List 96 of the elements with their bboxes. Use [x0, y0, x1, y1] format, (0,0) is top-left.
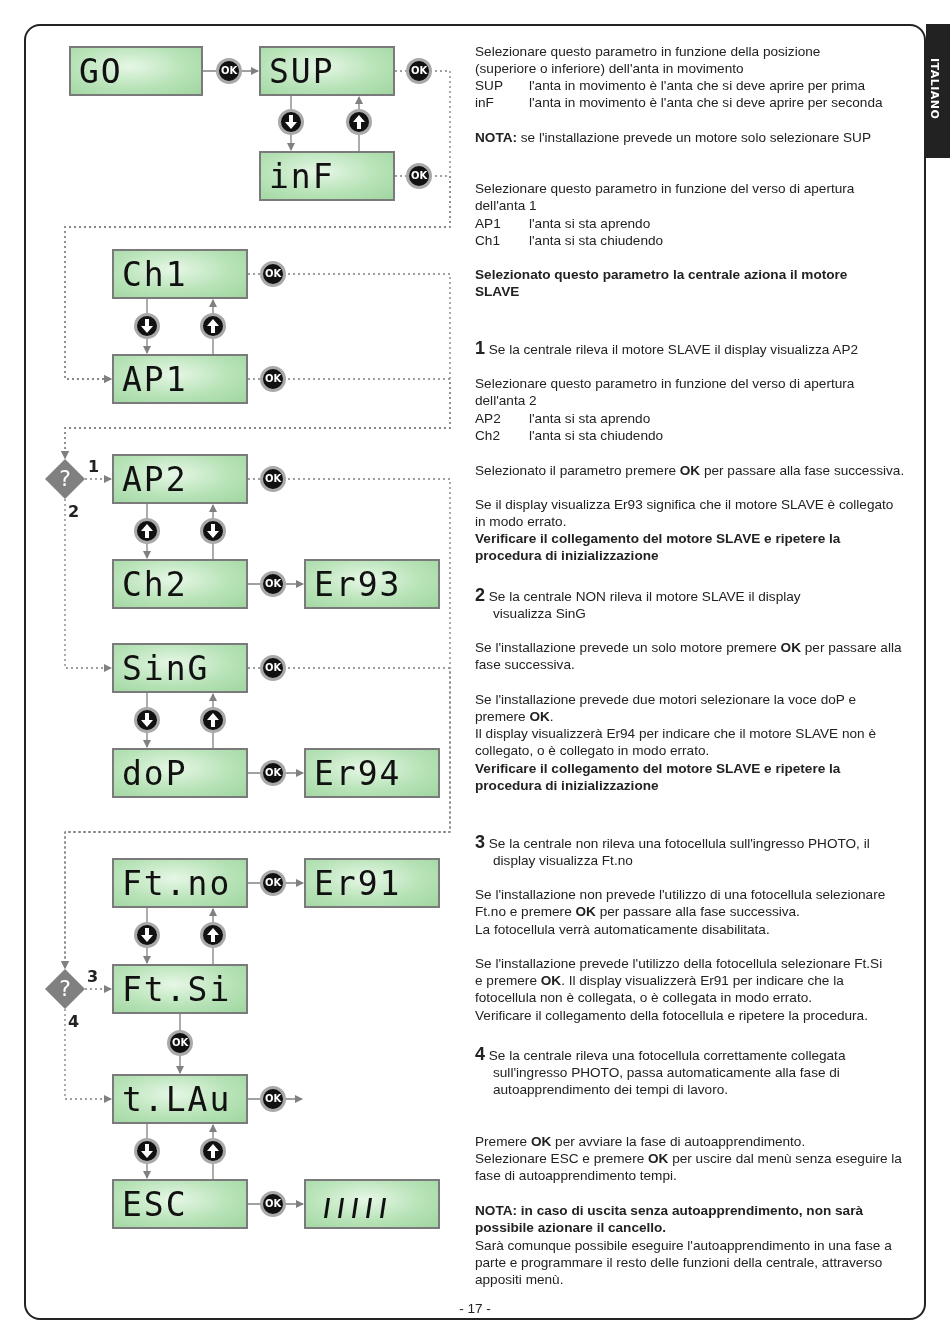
edge-label: 1 [88, 458, 100, 476]
ok-button-icon: OK [260, 366, 286, 392]
display-text: Er91 [314, 864, 402, 904]
paragraph: Se l'installazione prevede un solo motore premere OK per passare alla fase successiva. [475, 639, 903, 673]
arrow [61, 378, 451, 459]
display-text: inF [269, 157, 335, 197]
paragraph: l'anta si sta aprendo [529, 410, 652, 427]
arrow [64, 1008, 112, 1103]
paragraph: Premere OK per avviare la fase di autoapprendimento. [475, 1133, 807, 1150]
display-text: t.LAu [122, 1080, 232, 1120]
paragraph: Verificare il collegamento del motore SLAVE e ripetere la procedura di inizializzazione [475, 530, 842, 564]
ok-button-icon: OK [406, 58, 432, 84]
arrow [64, 498, 112, 672]
ok-button-icon: OK [260, 261, 286, 287]
side-tab-label: ITALIANO [928, 58, 941, 120]
decision-diamond [45, 459, 85, 499]
arrow [61, 667, 451, 969]
lcd-display [112, 1074, 248, 1124]
lcd-display [69, 46, 203, 96]
question-mark: ? [58, 977, 72, 1001]
display-text: GO [79, 52, 123, 92]
parameter-code: inF [475, 94, 495, 111]
lcd-display [112, 858, 248, 908]
paragraph: l'anta si sta aprendo [529, 215, 652, 232]
paragraph: Se l'installazione non prevede l'utilizzo di una fotocellula selezionare Ft.no e premere OK per passare alla fase successiva. [475, 886, 887, 920]
paragraph: Se il display visualizza Er93 significa che il motore SLAVE è collegato in modo errato. [475, 496, 895, 530]
edge-label: 4 [68, 1013, 80, 1031]
paragraph: Se l'installazione prevede due motori selezionare la voce doP e premere OK. [475, 691, 857, 725]
paragraph: Verificare il collegamento della fotocellula e ripetere la procedura. [475, 1007, 869, 1024]
lcd-display [304, 858, 440, 908]
paragraph: Selezionato il parametro premere OK per passare alla fase successiva. [475, 462, 906, 479]
arrow [84, 475, 112, 483]
ok-button-icon: OK [260, 1086, 286, 1112]
display-text: doP [122, 754, 188, 794]
edge-label: 2 [68, 503, 80, 521]
arrow [84, 985, 112, 993]
display-text: AP1 [122, 360, 188, 400]
display-text: Ft.Si [122, 970, 232, 1010]
display-text: ESC [122, 1185, 188, 1225]
question-mark: ? [58, 467, 72, 491]
paragraph: l'anta in movimento è l'anta che si deve aprire per prima [529, 77, 867, 94]
lcd-display [304, 748, 440, 798]
ok-button-icon: OK [260, 571, 286, 597]
lcd-display [112, 354, 248, 404]
ok-button-icon: OK [260, 1191, 286, 1217]
ok-button-icon: OK [260, 655, 286, 681]
paragraph: l'anta in movimento è l'anta che si deve aprire per seconda [529, 94, 884, 111]
display-text: Ft.no [122, 864, 232, 904]
lcd-display [304, 559, 440, 609]
numbered-step: 1 Se la centrale rileva il motore SLAVE il display visualizza AP2 [475, 340, 923, 358]
lcd-display [259, 151, 395, 201]
parameter-code: AP2 [475, 410, 502, 427]
paragraph: La fotocellula verrà automaticamente disabilitata. [475, 921, 771, 938]
lcd-display [112, 964, 248, 1014]
display-text: AP2 [122, 460, 188, 500]
lcd-display [259, 46, 395, 96]
ok-button-icon: OK [406, 163, 432, 189]
display-text: Er94 [314, 754, 402, 794]
display-text: Er93 [314, 565, 402, 605]
numbered-step: 4 Se la centrale rileva una fotocellula correttamente collegata sull'ingresso PHOTO, passa automaticamente alla fase di autoapprendimento dei tempi di lavoro. [475, 1046, 893, 1098]
paragraph: Verificare il collegamento del motore SLAVE e ripetere la procedura di inizializzazione [475, 760, 842, 794]
parameter-code: Ch2 [475, 427, 501, 444]
ok-button-icon: OK [260, 466, 286, 492]
paragraph: l'anta si sta chiudendo [529, 427, 665, 444]
paragraph: Selezionato questo parametro la centrale aziona il motore SLAVE [475, 266, 849, 300]
numbered-step: 3 Se la centrale non rileva una fotocellula sull'ingresso PHOTO, il display visualizza Ft.no [475, 834, 893, 869]
lcd-display [304, 1179, 440, 1229]
paragraph: Sarà comunque possibile eseguire l'autoapprendimento in una fase a parte e programmare il resto delle funzioni della centrale, attraverso appositi menù. [475, 1237, 893, 1288]
paragraph: Se l'installazione prevede l'utilizzo della fotocellula selezionare Ft.Si e premere OK. Il display visualizzerà Er91 per indicare che la fotocellula non è collegata, o è collegata in modo errato. [475, 955, 884, 1006]
arrow [64, 175, 451, 383]
lcd-display [112, 643, 248, 693]
paragraph: NOTA: se l'installazione prevede un motore solo selezionare SUP [475, 129, 872, 146]
edge-label: 3 [87, 968, 99, 986]
ok-button-icon: OK [167, 1030, 193, 1056]
page-number: - 17 - [458, 1300, 492, 1317]
display-text: Ch2 [122, 565, 188, 605]
paragraph: Selezionare ESC e premere OK per uscire dal menù senza eseguire la fase di autoapprendimento tempi. [475, 1150, 903, 1184]
parameter-code: AP1 [475, 215, 502, 232]
lcd-display [112, 748, 248, 798]
ok-button-icon: OK [260, 870, 286, 896]
lcd-display [112, 249, 248, 299]
display-text: Ch1 [122, 255, 188, 295]
lcd-display [112, 559, 248, 609]
display-text: SUP [269, 52, 335, 92]
paragraph: NOTA: in caso di uscita senza autoapprendimento, non sarà possibile azionare il cancello. [475, 1202, 864, 1236]
parameter-code: SUP [475, 77, 504, 94]
numbered-step: 2 Se la centrale NON rileva il motore SLAVE il display visualizza SinG [475, 587, 843, 622]
lcd-display [112, 454, 248, 504]
paragraph: Il display visualizzerà Er94 per indicare che il motore SLAVE non è collegato, o è collegato in modo errato. [475, 725, 877, 759]
display-text: SinG [122, 649, 210, 689]
ok-button-icon: OK [260, 760, 286, 786]
decision-diamond [45, 969, 85, 1009]
parameter-code: Ch1 [475, 232, 501, 249]
lcd-display [112, 1179, 248, 1229]
paragraph: l'anta si sta chiudendo [529, 232, 665, 249]
ok-button-icon: OK [216, 58, 242, 84]
